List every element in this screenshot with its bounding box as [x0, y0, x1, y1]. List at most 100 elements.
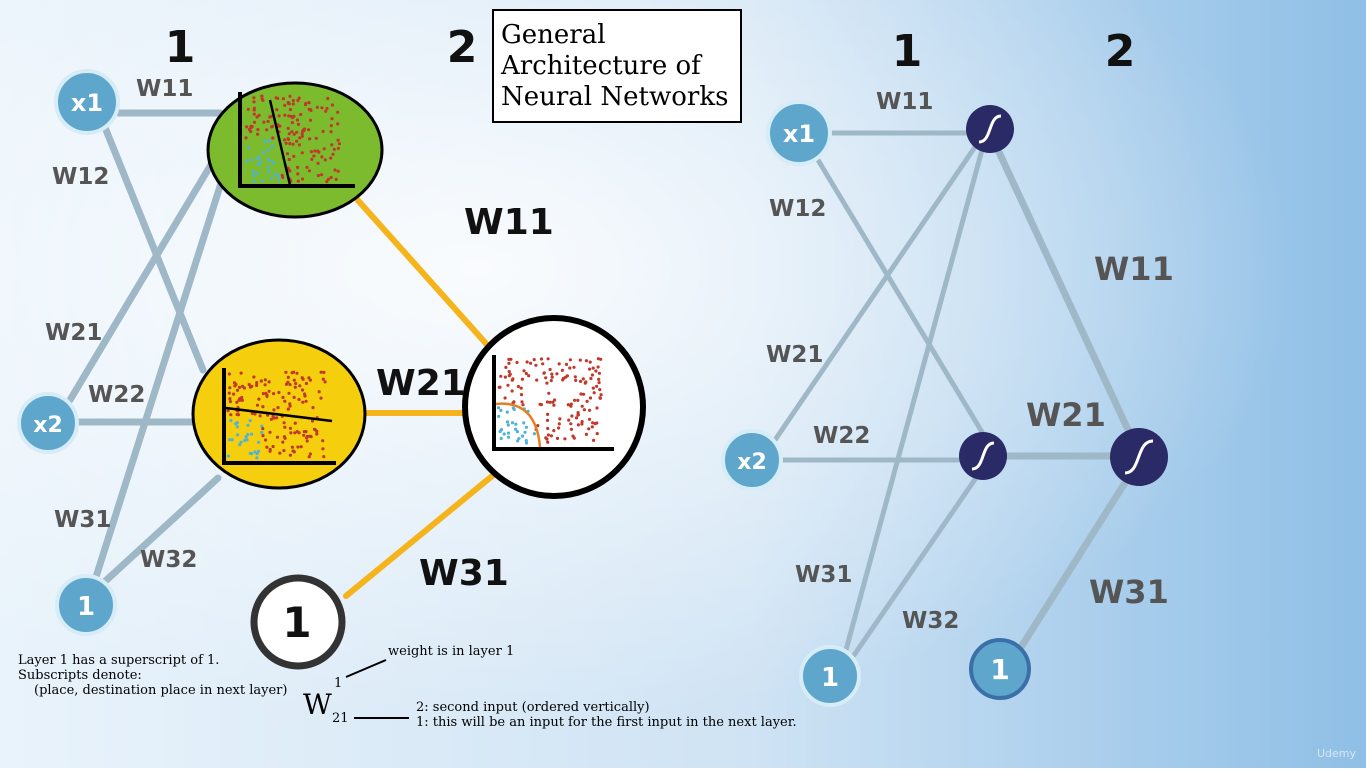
- scatter-dot: [246, 107, 250, 111]
- scatter-dot: [256, 162, 260, 166]
- scatter-dot: [272, 408, 276, 412]
- scatter-dot: [580, 420, 584, 424]
- scatter-dot: [256, 449, 261, 453]
- scatter-dot: [595, 432, 599, 436]
- scatter-dot: [336, 138, 340, 142]
- right-w11-output: W11: [1094, 250, 1174, 288]
- scatter-dot: [248, 451, 252, 455]
- scatter-dot: [292, 370, 296, 374]
- scatter-dot: [310, 419, 315, 423]
- right-input-x2: x2: [721, 429, 783, 491]
- scatter-dot: [522, 421, 526, 425]
- left-hidden-node-1: [206, 81, 384, 219]
- scatter-dot: [286, 126, 290, 130]
- scatter-dot: [538, 402, 542, 406]
- scatter-dot: [264, 438, 268, 442]
- scatter-dot: [321, 129, 325, 133]
- scatter-dot: [287, 157, 291, 162]
- edge-h1-out: [352, 194, 493, 351]
- scatter-dot: [285, 152, 290, 156]
- scatter-dot: [297, 96, 301, 100]
- scatter-dot: [290, 121, 294, 125]
- scatter-dot: [228, 397, 232, 401]
- scatter-dot: [312, 427, 317, 431]
- scatter-dot: [253, 412, 257, 416]
- scatter-dot: [573, 398, 577, 402]
- scatter-dot: [260, 424, 264, 428]
- edge-b-h1: [91, 176, 226, 584]
- scatter-dot: [592, 438, 596, 442]
- scatter-dot: [292, 450, 296, 454]
- left-w11-hidden: W11: [136, 76, 193, 102]
- udemy-watermark: Udemy: [1316, 747, 1356, 760]
- scatter-dot: [268, 449, 272, 453]
- scatter-dot: [307, 128, 311, 132]
- scatter-dot: [520, 434, 525, 438]
- left-input-x2-label: x2: [33, 413, 63, 438]
- scatter-dot: [325, 106, 329, 111]
- right-w31-hidden: W31: [795, 562, 852, 588]
- scatter-dot: [590, 425, 594, 429]
- scatter-dot: [249, 432, 254, 436]
- scatter-dot: [507, 435, 511, 439]
- scatter-dot: [248, 419, 252, 423]
- scatter-dot: [591, 366, 595, 370]
- scatter-dot: [591, 421, 595, 425]
- scatter-dot: [299, 112, 303, 117]
- scatter-dot: [314, 136, 318, 140]
- scatter-dot: [545, 400, 550, 404]
- scatter-dot: [322, 455, 326, 459]
- scatter-dot: [305, 439, 309, 443]
- scatter-dot: [252, 106, 256, 110]
- scatter-dot: [560, 368, 565, 372]
- scatter-dot: [259, 160, 263, 165]
- scatter-dot: [263, 378, 267, 382]
- scatter-dot: [496, 406, 501, 410]
- scatter-dot: [275, 416, 279, 420]
- scatter-dot: [247, 127, 251, 132]
- left-bias-hidden-label: 1: [282, 598, 311, 647]
- scatter-dot: [311, 406, 315, 410]
- scatter-dot: [251, 170, 255, 174]
- scatter-dot: [239, 440, 243, 444]
- scatter-dot: [599, 393, 603, 397]
- scatter-dot: [229, 413, 233, 417]
- yellow-node-scatter: [226, 370, 327, 460]
- scatter-dot: [524, 425, 529, 429]
- scatter-dot: [308, 118, 313, 122]
- scatter-dot: [336, 146, 340, 150]
- scatter-dot: [275, 108, 279, 112]
- scatter-dot: [309, 108, 313, 113]
- scatter-dot: [260, 97, 264, 101]
- right-input-x2-label: x2: [737, 450, 767, 475]
- scatter-dot: [229, 418, 233, 423]
- scatter-dot: [275, 435, 280, 439]
- r-edge-h1-out: [994, 146, 1134, 438]
- scatter-dot: [519, 393, 524, 397]
- left-input-x1-label: x1: [71, 89, 103, 117]
- right-w22-hidden: W22: [813, 423, 870, 449]
- scatter-dot: [277, 390, 281, 395]
- scatter-dot: [232, 381, 237, 385]
- scatter-dot: [322, 370, 326, 374]
- scatter-dot: [524, 371, 528, 376]
- scatter-dot: [558, 417, 562, 421]
- scatter-dot: [237, 385, 242, 389]
- scatter-dot: [286, 101, 290, 105]
- r-edge-x1-h2: [812, 152, 985, 435]
- note-line-2: Subscripts denote:: [18, 668, 142, 683]
- scatter-dot: [323, 158, 327, 162]
- scatter-dot: [321, 447, 325, 451]
- scatter-dot: [542, 371, 546, 375]
- scatter-dot: [557, 362, 561, 366]
- scatter-dot: [265, 393, 269, 397]
- scatter-dot: [505, 420, 510, 424]
- scatter-dot: [300, 177, 305, 181]
- right-layer-1-label: 1: [892, 26, 923, 77]
- edge-b-h2: [96, 474, 222, 590]
- scatter-dot: [546, 433, 551, 437]
- scatter-dot: [579, 379, 583, 383]
- scatter-dot: [337, 142, 341, 146]
- scatter-dot: [519, 386, 523, 390]
- scatter-dot: [545, 381, 549, 385]
